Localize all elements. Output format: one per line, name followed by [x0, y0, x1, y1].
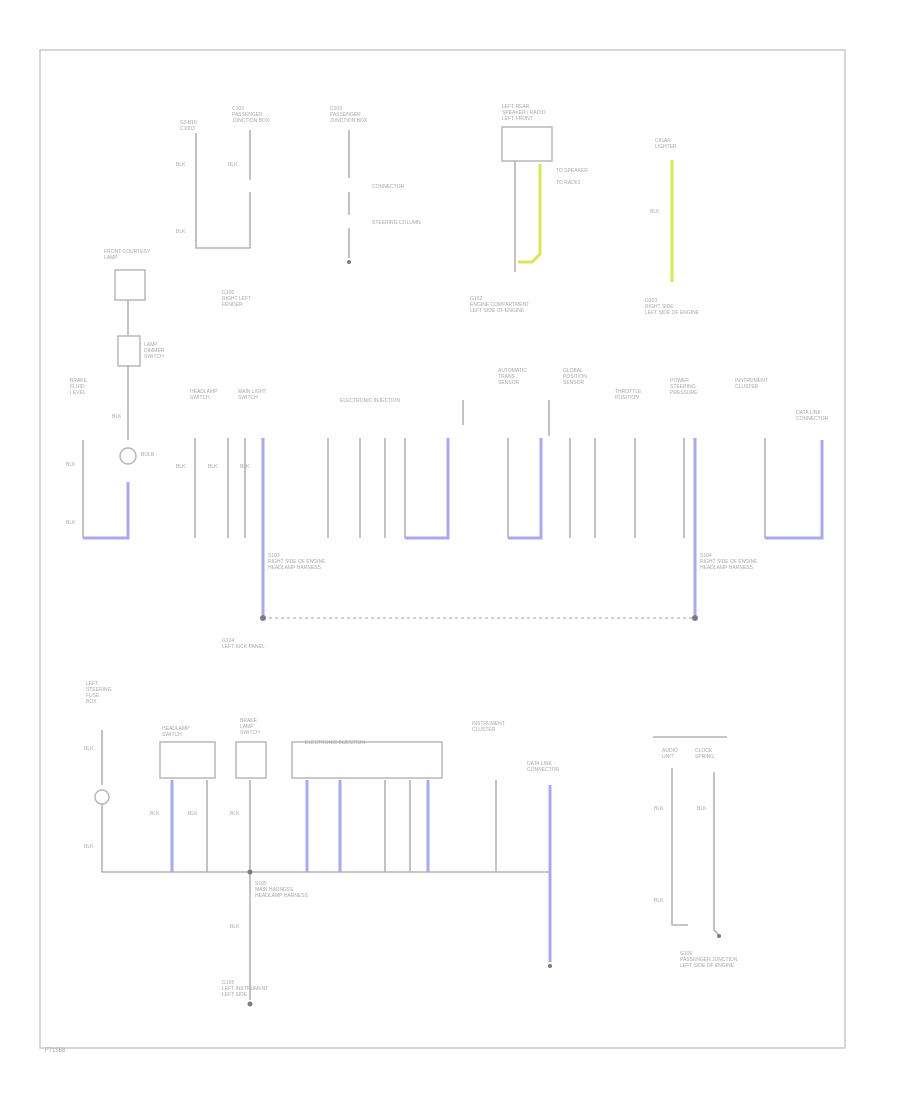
wire-label: BLK	[176, 464, 186, 470]
wire-label: BLK	[654, 898, 664, 904]
switch-c20	[235, 741, 267, 779]
lamp-c6	[114, 269, 146, 301]
wire-label: BLK	[66, 520, 76, 526]
component-label-c11: ELECTRONIC INJECTION	[340, 398, 400, 404]
wire-c11-bracket	[462, 400, 550, 436]
wire-label: BLK	[84, 746, 94, 752]
wire-label: BLK	[208, 464, 218, 470]
pin-label: TO RADIO	[556, 180, 580, 186]
switch-c19	[159, 741, 216, 779]
wire-label: BLK	[150, 811, 160, 817]
ground-dot	[347, 260, 351, 264]
wire-label: BLK	[228, 162, 238, 168]
wire-label: BLK	[112, 414, 122, 420]
footer-code: F71568	[45, 1048, 66, 1054]
bulb-icon	[119, 447, 137, 465]
wire-label: BLK	[84, 844, 94, 850]
wire-label: BLK	[176, 162, 186, 168]
module-c4	[501, 126, 553, 162]
pin-label: TO SPEAKER	[556, 168, 588, 174]
wire-label: BLK	[66, 462, 76, 468]
splice-dot	[260, 615, 266, 621]
bulb-icon	[94, 789, 110, 805]
ground-wire-c8	[83, 482, 130, 540]
wire-bottom-bus	[101, 804, 550, 873]
wire-c24	[671, 768, 688, 926]
wire-label: BLK	[240, 464, 250, 470]
ground-wire-c11	[405, 438, 450, 540]
wire-label: BLK	[230, 811, 240, 817]
wire-label: BLK	[650, 209, 660, 215]
splice-dot	[692, 615, 698, 621]
ground-dot	[548, 964, 552, 968]
ground-wire-c16	[765, 440, 824, 540]
connector-label: STEERING COLUMN	[372, 220, 421, 226]
wire-label: BLK	[188, 811, 198, 817]
component-label-c21: ELECTRONIC INJECTION	[305, 740, 365, 746]
component-label-c7-bulb: BULB	[141, 452, 155, 458]
module-c21	[291, 741, 443, 779]
ground-wire-c12	[508, 438, 543, 540]
wire-label: BLK	[230, 924, 240, 930]
diagram-frame	[39, 49, 846, 1049]
wire-c1	[195, 133, 251, 249]
wire-c25	[713, 772, 719, 935]
wire-label: BLK	[176, 229, 186, 235]
wire-c4-signal	[518, 164, 542, 264]
wire-label: BLK	[697, 806, 707, 812]
splice-dot	[247, 869, 253, 875]
ground-dot	[717, 934, 721, 938]
switch-c7	[117, 335, 141, 367]
ground-dot	[247, 1001, 253, 1007]
connector-label: CONNECTOR	[372, 184, 405, 190]
wire-label: BLK	[654, 806, 664, 812]
